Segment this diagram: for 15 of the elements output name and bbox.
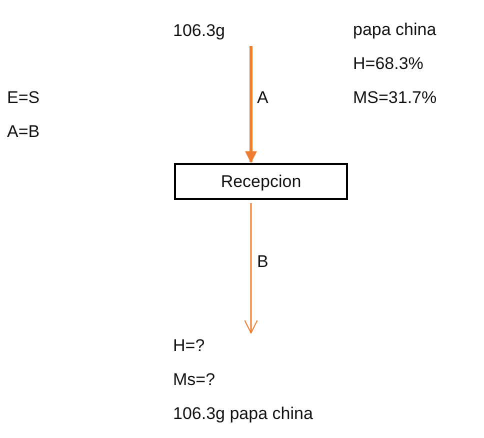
arrow xyxy=(245,46,257,164)
arrow xyxy=(244,203,258,334)
note-text: A=B xyxy=(7,121,40,143)
stream-text: H=? xyxy=(173,335,205,357)
stream-text: 106.3g xyxy=(173,20,225,42)
process-label: Recepcion xyxy=(220,170,302,192)
note-text: E=S xyxy=(7,87,40,109)
note-text: MS=31.7% xyxy=(353,87,437,109)
stream-text: 106.3g papa china xyxy=(173,403,313,425)
edge-label: B xyxy=(257,251,268,273)
process-box xyxy=(174,163,348,200)
stream-text: Ms=? xyxy=(173,369,216,391)
note-text: H=68.3% xyxy=(353,53,424,75)
note-text: papa china xyxy=(353,19,436,41)
edge-label: A xyxy=(257,87,268,109)
